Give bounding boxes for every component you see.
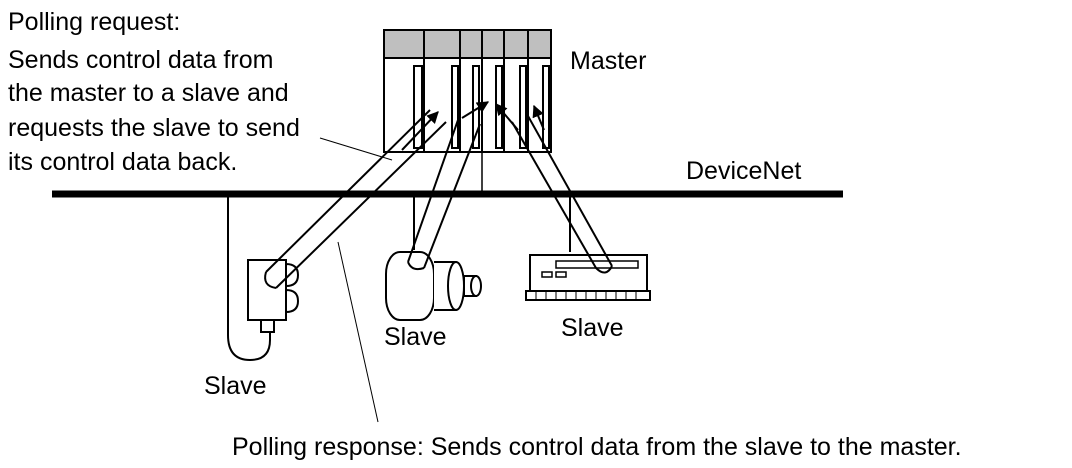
slave-motor-label: Slave [384,323,447,351]
response-arrow-io-1 [495,103,519,131]
polling-response-label: Polling response: Sends control data fro… [232,433,962,461]
slave-io [525,254,651,301]
polling-request-line-5: its control data back. [8,148,237,176]
slave-io-label: Slave [561,314,624,342]
slave-motor [385,251,482,321]
polling-request-line-1: Polling request: [8,8,180,36]
motor-communication-path [407,119,481,271]
request-arrow-motor [461,101,490,119]
sensor-communication-path [264,109,447,289]
devicenet-label: DeviceNet [686,157,801,185]
polling-request-line-2: Sends control data from [8,46,273,74]
request-arrow-sensor [401,111,439,151]
polling-request-leader-line [319,137,393,161]
polling-request-line-4: requests the slave to send [8,114,300,142]
master-rack-top [383,29,552,59]
sensor-drop-cable [227,194,271,362]
slave-sensor [247,259,300,333]
polling-request-line-3: the master to a slave and [8,79,289,107]
polling-request-label: Polling request: Sends control data from… [8,8,300,176]
polling-response-leader-line [337,241,379,423]
sensor-body [247,259,287,321]
response-arrow-io-2 [532,104,545,131]
io-communication-path [511,115,613,274]
master-label: Master [570,47,646,75]
master-plc [383,29,552,194]
slave-sensor-label: Slave [204,372,267,400]
